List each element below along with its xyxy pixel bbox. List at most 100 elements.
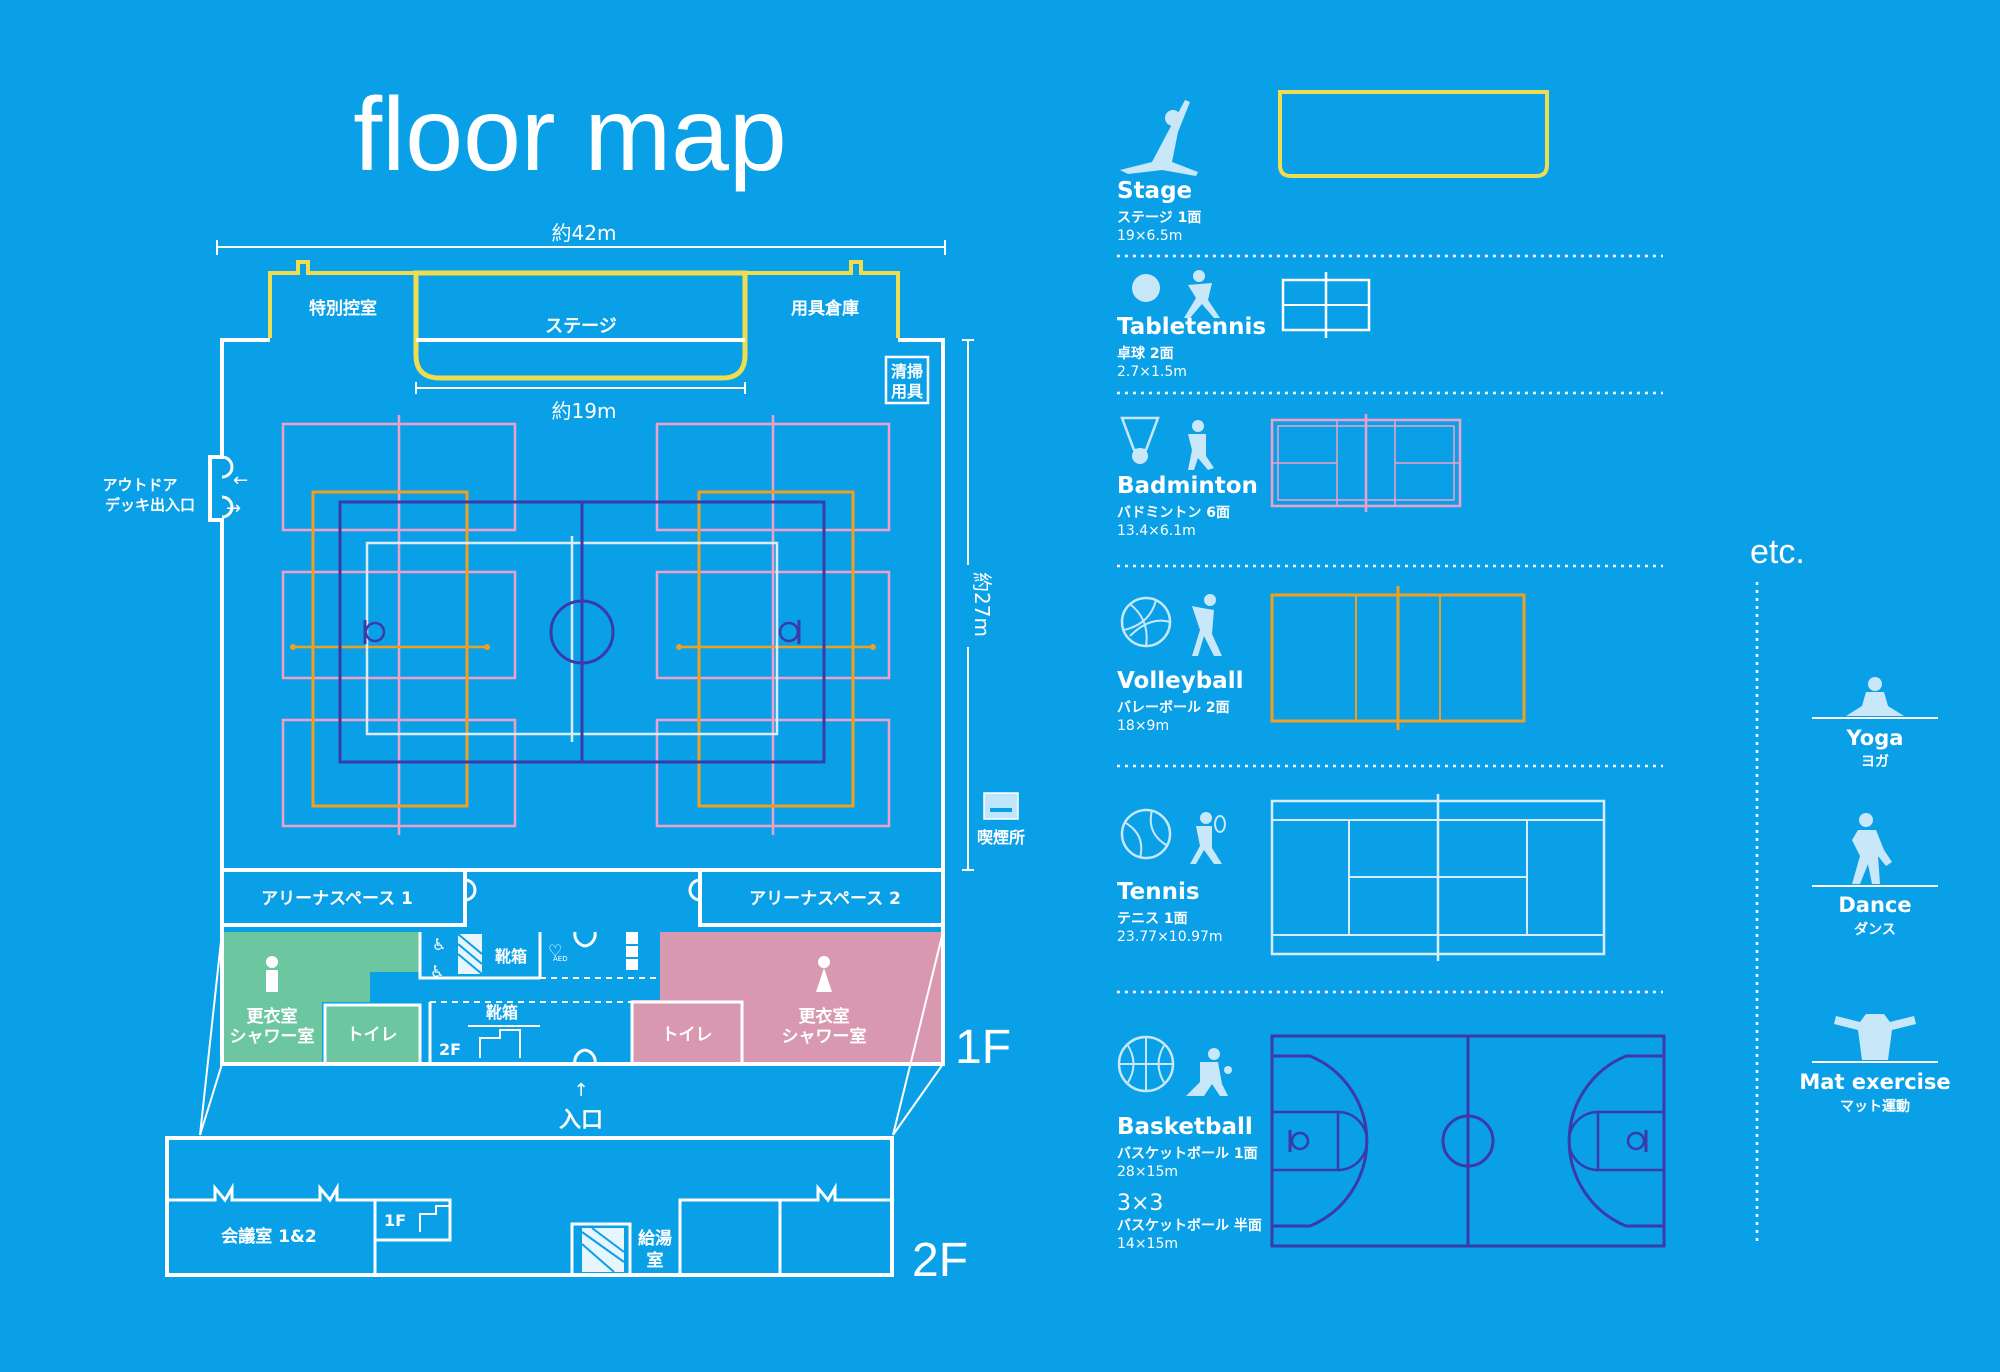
tennis-player-icon	[1190, 812, 1226, 864]
legend-volleyball-jp: バレーボール 2面	[1117, 700, 1230, 716]
room-locker-men-1: 更衣室	[247, 1006, 298, 1027]
legend-tabletennis-size: 2.7×1.5m	[1117, 364, 1187, 380]
legend-tabletennis-jp: 卓球 2面	[1117, 345, 1174, 362]
aed-heart-icon: ♡	[548, 941, 562, 960]
tennis-ball-icon	[1120, 808, 1172, 860]
ping-pong-ball-icon	[1132, 274, 1160, 302]
room-toilet-men: トイレ	[347, 1025, 398, 1045]
room-arena-2: アリーナスペース 2	[749, 889, 901, 909]
dance-figure-icon	[1852, 813, 1892, 884]
legend-stage-en: Stage	[1117, 178, 1192, 204]
badminton-player-icon	[1188, 420, 1214, 470]
legend-basketball: Basketball バスケットボール 1面 28×15m 3×3 バスケットボ…	[1117, 1034, 1666, 1252]
yoga-jp: ヨガ	[1861, 754, 1889, 770]
basketball-icon	[1117, 1035, 1175, 1093]
basketball-player-icon	[1186, 1048, 1232, 1096]
volleyball-player-icon	[1192, 594, 1222, 656]
legend-badminton-en: Badminton	[1117, 473, 1258, 499]
male-icon	[266, 956, 278, 968]
wheelchair-icon: ♿	[430, 962, 444, 981]
room-arena-1: アリーナスペース 1	[261, 889, 413, 909]
legend-badminton-jp: バドミントン 6面	[1117, 505, 1230, 521]
smoking-area: 喫煙所	[977, 792, 1025, 847]
female-icon	[818, 956, 830, 968]
table-tennis-player-icon	[1184, 270, 1220, 318]
elevator-icon: ♿	[432, 935, 446, 954]
legend-tennis-jp: テニス 1面	[1117, 911, 1188, 927]
shoebox-lower: 靴箱	[486, 1003, 518, 1022]
legend-3x3-size: 14×15m	[1117, 1236, 1178, 1252]
etc-label: etc.	[1750, 533, 1805, 571]
arrow-left-icon: ←	[233, 470, 248, 491]
room-kitchen-2: 室	[647, 1250, 664, 1271]
dance-jp: ダンス	[1854, 921, 1896, 938]
legend-volleyball-en: Volleyball	[1117, 668, 1243, 694]
stage-width-label: 約19m	[552, 399, 617, 423]
room-locker-women-2: シャワー室	[782, 1026, 867, 1047]
second-floor: 会議室 1&2 1F 給湯 室 2F	[165, 1136, 968, 1287]
legend-tennis: Tennis テニス 1面 23.77×10.97m	[1117, 794, 1663, 994]
cleaning-room: 清掃 用具	[884, 355, 930, 405]
outdoor-label-2: デッキ出入口	[105, 496, 195, 514]
room-special-waiting: 特別控室	[309, 298, 377, 319]
legend-basketball-size: 28×15m	[1117, 1164, 1178, 1180]
outdoor-label-1: アウトドア	[102, 476, 177, 494]
floor-1f-label: 1F	[955, 1021, 1011, 1074]
room-meeting: 会議室 1&2	[221, 1226, 316, 1247]
stretch-figure-icon	[1120, 100, 1198, 176]
aed-label: AED	[553, 955, 568, 963]
mat-exercise-en: Mat exercise	[1799, 1070, 1950, 1094]
dance-en: Dance	[1838, 893, 1911, 917]
page-title: floor map	[353, 77, 787, 193]
entrance-arrow-icon: ↑	[573, 1080, 588, 1101]
legend-tennis-size: 23.77×10.97m	[1117, 929, 1223, 945]
legend-stage-shape	[1278, 90, 1549, 178]
stage-width-dimension: 約19m	[415, 382, 746, 423]
etc-column: etc.	[1750, 533, 1805, 1245]
legend-3x3-title: 3×3	[1117, 1191, 1163, 1216]
legend-basketball-jp: バスケットボール 1面	[1117, 1146, 1258, 1162]
legend-stage: Stage ステージ 1面 19×6.5m	[1117, 90, 1663, 258]
arena-space-rooms: アリーナスペース 1 アリーナスペース 2	[220, 870, 945, 927]
basketball-court-map	[338, 500, 826, 764]
outdoor-deck-entrance: アウトドア デッキ出入口 ← →	[102, 470, 248, 519]
volleyball-icon	[1120, 596, 1172, 648]
first-floor-outline: ↑ 入口 1F	[199, 925, 1011, 1136]
legend-volleyball: Volleyball バレーボール 2面 18×9m	[1117, 586, 1663, 768]
mat-exercise-figure-icon	[1834, 1014, 1916, 1060]
legend-stage-jp: ステージ 1面	[1117, 210, 1201, 226]
depth-label: 約27m	[970, 572, 994, 637]
room-toilet-women: トイレ	[662, 1025, 713, 1045]
legend-basketball-en: Basketball	[1117, 1114, 1253, 1140]
legend-3x3-jp: バスケットボール 半面	[1117, 1217, 1262, 1234]
etc-yoga: Yoga ヨガ	[1812, 677, 1938, 770]
stairs-icon	[479, 1029, 521, 1058]
depth-dimension: 約27m	[958, 339, 994, 871]
arrow-right-icon: →	[226, 498, 241, 519]
legend-badminton-size: 13.4×6.1m	[1117, 523, 1196, 539]
etc-mat-exercise: Mat exercise マット運動	[1799, 1014, 1951, 1115]
womens-facilities: 更衣室 シャワー室 トイレ	[630, 932, 943, 1066]
smoking-label: 喫煙所	[977, 828, 1025, 847]
etc-dance: Dance ダンス	[1812, 813, 1938, 938]
mat-exercise-jp: マット運動	[1840, 1098, 1910, 1115]
width-dimension: 約42m	[216, 218, 946, 255]
entrance-hall: ♿ ♿ 靴箱 ♡ AED 靴箱 2F	[418, 931, 660, 1065]
stairs-to-2f-label: 2F	[439, 1040, 461, 1059]
legend-badminton: Badminton バドミントン 6面 13.4×6.1m	[1117, 414, 1663, 568]
room-kitchen-1: 給湯	[638, 1228, 672, 1249]
cleaning-label-1: 清掃	[891, 362, 923, 381]
width-label: 約42m	[552, 221, 617, 245]
mens-facilities: 更衣室 シャワー室 トイレ	[222, 932, 422, 1066]
legend-tabletennis-en: Tabletennis	[1117, 314, 1266, 340]
shoebox-upper: 靴箱	[495, 947, 527, 966]
legend-tennis-en: Tennis	[1117, 879, 1200, 905]
legend-volleyball-size: 18×9m	[1117, 718, 1169, 734]
room-locker-women-1: 更衣室	[799, 1006, 850, 1027]
room-stage: ステージ	[545, 316, 617, 337]
room-storage: 用具倉庫	[791, 298, 859, 319]
arena-walls	[208, 338, 945, 872]
yoga-en: Yoga	[1846, 726, 1904, 750]
